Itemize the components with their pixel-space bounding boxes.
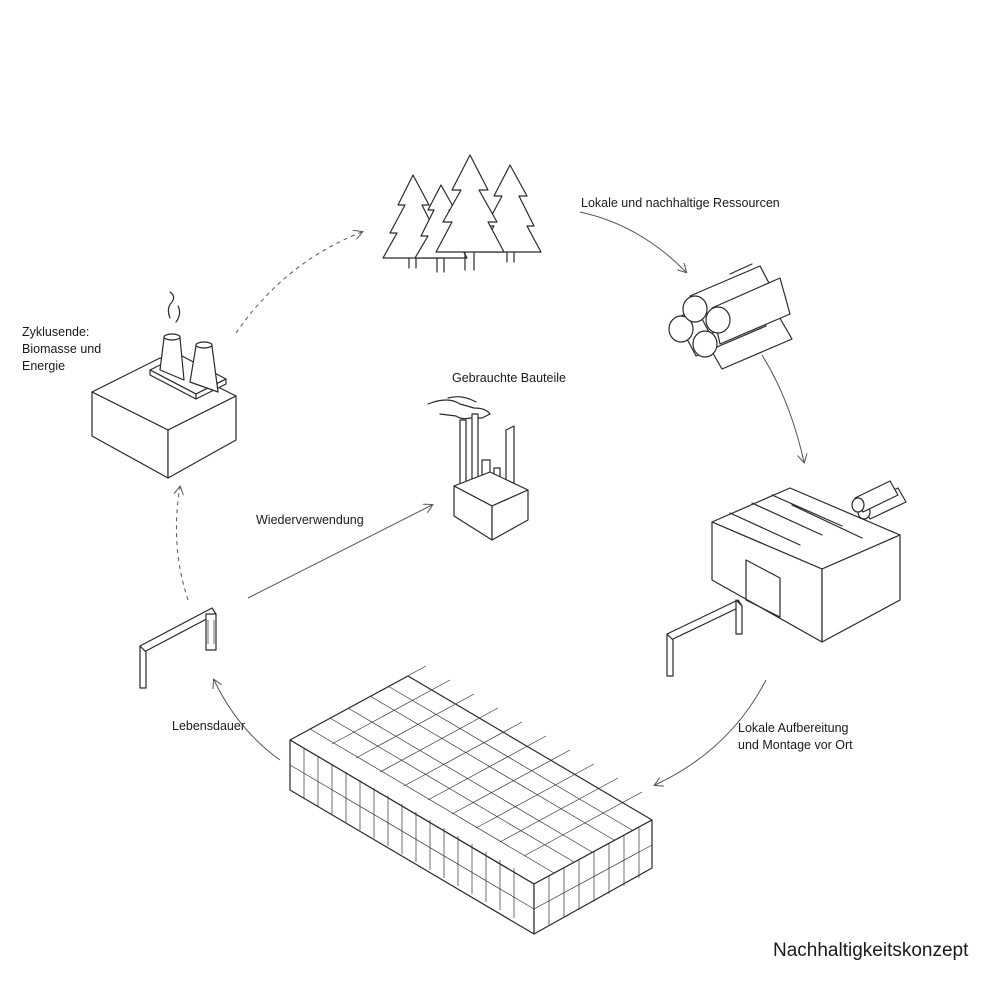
arrow-frame-to-plant (176, 487, 189, 601)
power-plant-icon (91, 291, 237, 479)
label-processing-line2: und Montage vor Ort (738, 738, 853, 752)
label-cycle-end-line2: Biomasse und (22, 342, 102, 356)
arrow-frame-to-parts (247, 505, 432, 599)
timber-frame-icon (139, 607, 217, 689)
log-pile-icon (668, 263, 793, 370)
label-used-parts: Gebrauchte Bauteile (452, 371, 566, 385)
label-cycle-end-line1: Zyklusende: (22, 325, 90, 339)
arrow-plant-to-forest (235, 232, 362, 334)
label-resources: Lokale und nachhaltige Ressourcen (581, 196, 780, 210)
arrow-sawmill-to-building (655, 679, 767, 785)
arrow-resources-to-logs (579, 211, 686, 272)
label-cycle-end: Zyklusende: Biomasse und Energie (22, 324, 101, 375)
sawmill-icon (711, 480, 907, 643)
arrow-building-to-frame (214, 680, 281, 761)
label-cycle-end-line3: Energie (22, 359, 66, 373)
timber-frame-icon (666, 599, 743, 677)
arrow-logs-to-sawmill (761, 354, 804, 462)
tree-icon (382, 154, 542, 273)
parts-box-icon (453, 413, 529, 541)
label-processing-line1: Lokale Aufbereitung (738, 721, 849, 735)
page-title: Nachhaltigkeitskonzept (773, 940, 969, 961)
label-lifetime: Lebensdauer (172, 719, 245, 733)
building-structure-icon (289, 665, 653, 935)
hand-icon (427, 396, 491, 420)
label-reuse: Wiederverwendung (256, 513, 364, 527)
label-processing: Lokale Aufbereitung und Montage vor Ort (738, 720, 853, 754)
